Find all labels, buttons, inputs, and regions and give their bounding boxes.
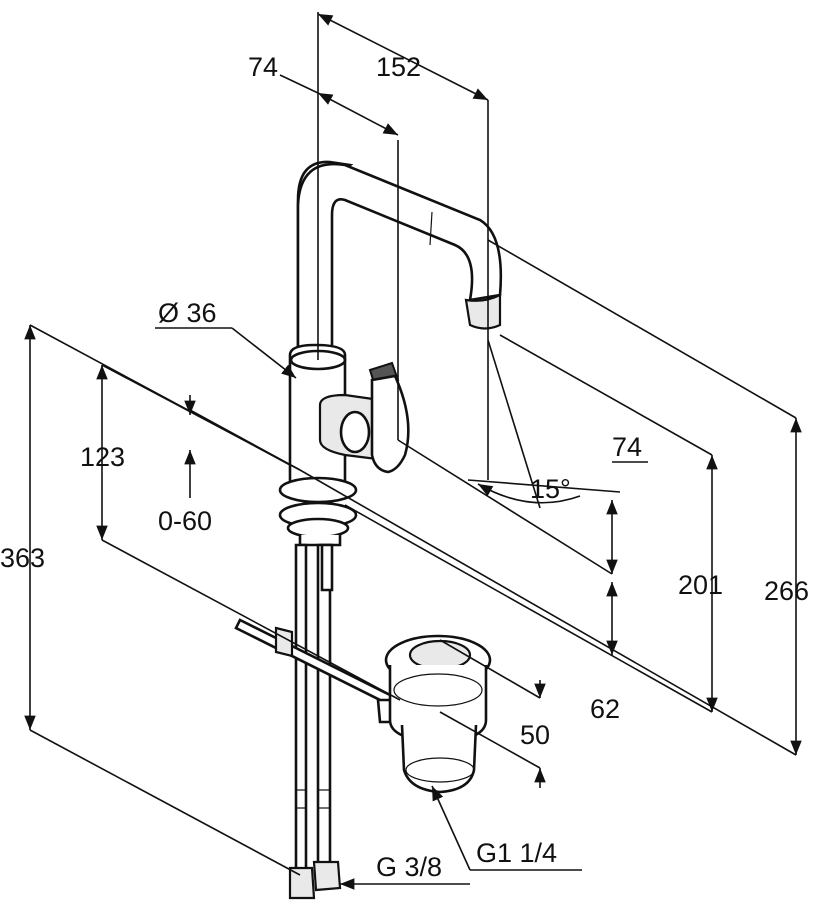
dim-label-diameter-36: Ø 36 [158,298,217,328]
dim-label-0-60: 0-60 [158,506,212,536]
dim-label-g1-1-4: G1 1/4 [476,838,557,868]
dim-label-123: 123 [80,442,125,472]
dim-label-266: 266 [764,576,809,606]
dim-label-363: 363 [0,543,45,573]
dim-label-74-top: 74 [248,52,278,82]
dim-label-62: 62 [590,694,620,724]
faucet-lever-handle [368,361,410,474]
dim-label-74-right: 74 [612,432,642,462]
supply-hoses [288,543,342,900]
dimension-lines [24,12,802,890]
faucet-body [288,343,387,497]
dim-label-15-degrees: 15° [530,474,571,504]
dim-label-g-3-8: G 3/8 [376,852,442,882]
dim-label-152: 152 [376,52,421,82]
faucet-spout [296,160,503,362]
mounting-flange [278,476,358,547]
dim-label-50: 50 [520,720,550,750]
dim-label-201: 201 [678,570,723,600]
